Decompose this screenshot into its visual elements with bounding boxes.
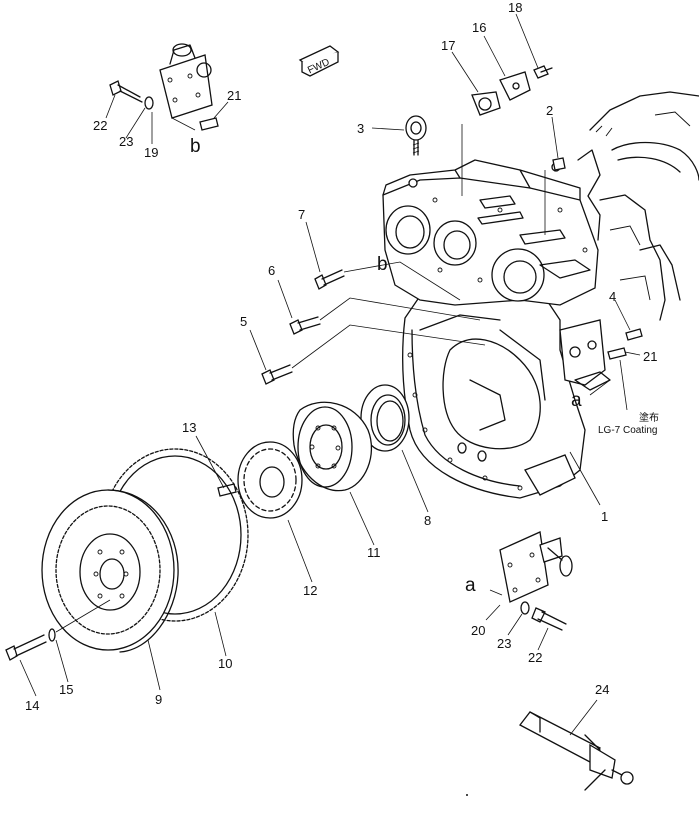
label-17: 17 [441,38,455,53]
part-22-bolt-lower [531,607,567,631]
label-12: 12 [303,583,317,598]
label-4: 4 [609,289,616,304]
part-21-pin-right [607,347,627,360]
fwd-arrow-icon: FWD [298,45,340,77]
part-4-pin [625,328,643,341]
label-10: 10 [218,656,232,671]
label-23-top: 23 [119,134,133,149]
part-19-cover-top [159,43,213,131]
part-16-17-cover [471,71,531,116]
part-6-bolt [289,297,481,335]
part-21-pin-top [199,117,219,131]
ref-a-housing: a [571,390,582,411]
part-7-bolt [314,261,461,301]
label-16: 16 [472,20,486,35]
engine-block-outline [577,91,699,321]
scan-specks [466,794,468,796]
flywheel-housing [382,159,611,499]
label-21-right: 21 [643,349,657,364]
part-5-bolt [261,324,486,385]
coating-note: 塗布 LG-7 Coating [598,411,659,436]
part-18-bolt [533,65,553,79]
label-6: 6 [268,263,275,278]
label-2: 2 [546,103,553,118]
label-19: 19 [144,145,158,160]
label-18: 18 [508,0,522,15]
label-8: 8 [424,513,431,528]
label-22-top: 22 [93,118,107,133]
ref-b-housing: b [377,254,388,275]
label-14: 14 [25,698,39,713]
part-9-flywheel [41,489,179,653]
label-7: 7 [298,207,305,222]
part-labels: 3 2 17 16 18 7 6 5 4 21 1 8 11 12 13 10 … [25,0,657,713]
ref-b-top: b [190,136,201,157]
label-5: 5 [240,314,247,329]
part-2-plug [552,157,566,171]
label-13: 13 [182,420,196,435]
coating-note-text: LG-7 Coating [598,425,657,436]
label-24: 24 [595,682,609,697]
part-20-cover-lower [499,531,573,603]
leader-lines [19,13,641,736]
part-11-damper [292,401,373,492]
label-20: 20 [471,623,485,638]
label-11: 11 [367,545,381,560]
label-22-lower: 22 [528,650,542,665]
part-22-bolt-top [109,80,143,103]
part-23-washer-lower [520,601,530,615]
label-1: 1 [601,509,608,524]
part-3-eye-bolt [405,115,427,156]
part-14-bolt [5,634,47,661]
part-23-washer-top [144,96,154,110]
label-23-lower: 23 [497,636,511,651]
label-9: 9 [155,692,162,707]
label-15: 15 [59,682,73,697]
coating-note-jp: 塗布 [639,411,659,424]
part-24-tool [519,711,634,791]
reference-letters: b b a a [190,136,582,596]
part-15-washer [48,599,111,642]
label-21-top: 21 [227,88,241,103]
label-3: 3 [357,121,364,136]
part-12-gear [237,441,303,519]
ref-a-cover: a [465,575,476,596]
